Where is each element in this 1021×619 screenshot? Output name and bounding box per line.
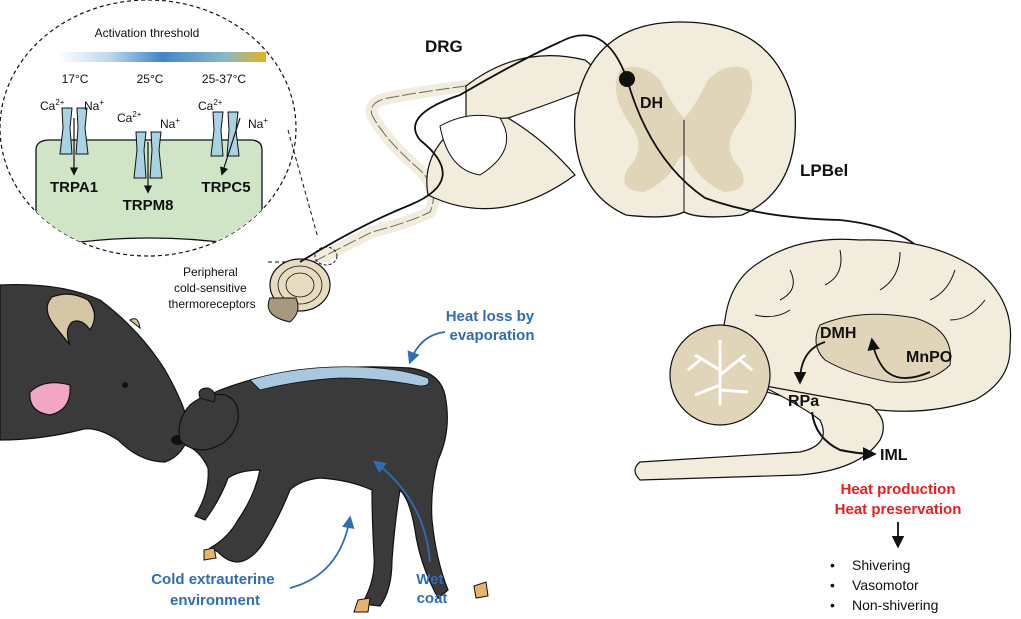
hypothalamus [815, 313, 952, 383]
list-item-shivering: Shivering [852, 557, 910, 573]
dorsal-root-ganglion [426, 55, 595, 210]
cold-environment-label: Cold extrauterine environment [151, 571, 279, 609]
wet-coat-highlight [249, 366, 430, 391]
calf-illustration [178, 366, 489, 613]
trpa1-label: TRPA1 [50, 179, 98, 196]
dmh-label: DMH [820, 325, 856, 342]
heat-production-label: Heat production [841, 481, 956, 498]
rpa-to-iml-arrow [811, 411, 877, 461]
wet-coat-label: Wet coat [416, 571, 447, 607]
receptor-caption: Peripheral cold-sensitive thermoreceptor… [168, 265, 255, 311]
mnpo-to-dmh-arrow [867, 337, 931, 379]
afferent-pathway [299, 34, 628, 263]
temp-label-trpm8: 25°C [137, 72, 164, 86]
temp-label-trpa1: 17°C [62, 72, 89, 86]
rpa-label: RPa [788, 393, 819, 410]
brainstem [634, 384, 884, 481]
temp-label-trpc5: 25-37°C [202, 72, 246, 86]
spinal-cord [573, 21, 797, 218]
na-ion-label: Na+ [84, 98, 104, 113]
cold-environment-arrow [289, 515, 355, 589]
heat-loss-arrow [407, 331, 446, 365]
heat-loss-label: Heat loss by evaporation [446, 308, 539, 344]
trpc5-label: TRPC5 [201, 179, 250, 196]
list-item-vasomotor: Vasomotor [852, 577, 919, 593]
ca-ion-label: Ca2+ [117, 110, 142, 125]
ca-ion-label: Ca2+ [40, 98, 65, 113]
heat-preservation-label: Heat preservation [835, 501, 962, 518]
ca-ion-label: Ca2+ [198, 98, 223, 113]
mnpo-label: MnPO [906, 349, 952, 366]
thermoreceptor-icon [267, 246, 338, 323]
peripheral-nerve [267, 80, 472, 323]
list-item-bullet: • [830, 557, 835, 573]
wet-coat-arrow [372, 460, 431, 563]
na-ion-label: Na+ [160, 116, 180, 131]
trpm8-label: TRPM8 [123, 197, 174, 214]
mother-cow-illustration [0, 284, 191, 463]
cerebellum [669, 324, 771, 426]
trpa1-channel-icon [59, 107, 89, 176]
list-item-bullet: • [830, 597, 835, 613]
lpbel-label: LPBel [800, 161, 848, 180]
iml-label: IML [880, 447, 908, 464]
channel-inset: Activation threshold 17°C 25°C 25-37°C C… [0, 0, 297, 257]
threshold-gradient-bar [58, 52, 266, 62]
drg-label: DRG [425, 37, 463, 56]
dh-label: DH [640, 95, 663, 112]
activation-threshold-label: Activation threshold [95, 26, 200, 40]
list-item-bullet: • [830, 577, 835, 593]
trpm8-channel-icon [133, 131, 163, 194]
list-item-nonshivering: Non-shivering [852, 597, 938, 613]
zoom-line [287, 129, 319, 239]
na-ion-label: Na+ [248, 116, 268, 131]
trpc5-channel-icon [210, 111, 241, 176]
dmh-to-rpa-arrow [793, 341, 826, 385]
brain [634, 238, 1012, 481]
response-list: • Shivering • Vasomotor • Non-shivering [830, 557, 938, 613]
